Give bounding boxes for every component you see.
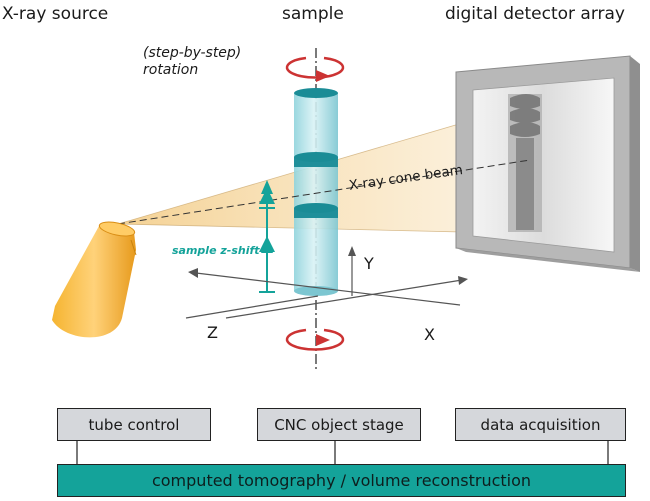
xray-source-title: X-ray source [2,4,109,24]
rotation-arrow-bottom [285,328,345,351]
tube-control-box: tube control [57,408,211,441]
axis-x-label: X [424,325,435,344]
detector-array [455,55,640,272]
rotation-label-line2: rotation [143,62,199,78]
axis-y-label: Y [364,254,374,273]
reconstruction-bar: computed tomography / volume reconstruct… [57,464,626,497]
coordinate-axes [185,246,468,319]
beam-center-line [117,159,531,225]
connector-lines [76,440,609,465]
z-shift-label: sample z-shift [172,244,260,257]
cnc-stage-box: CNC object stage [257,408,421,441]
sample-title: sample [282,4,344,24]
axis-z-label: Z [207,323,218,342]
data-acquisition-box: data acquisition [455,408,626,441]
xray-source-tube [52,221,137,338]
rotation-label: (step-by-step) rotation [143,45,241,79]
rotation-label-line1: (step-by-step) [143,45,242,61]
detector-title: digital detector array [445,4,625,24]
sample-cylinder [294,88,338,296]
z-shift-arrows [259,180,275,293]
rotation-arrow-top [285,56,345,82]
